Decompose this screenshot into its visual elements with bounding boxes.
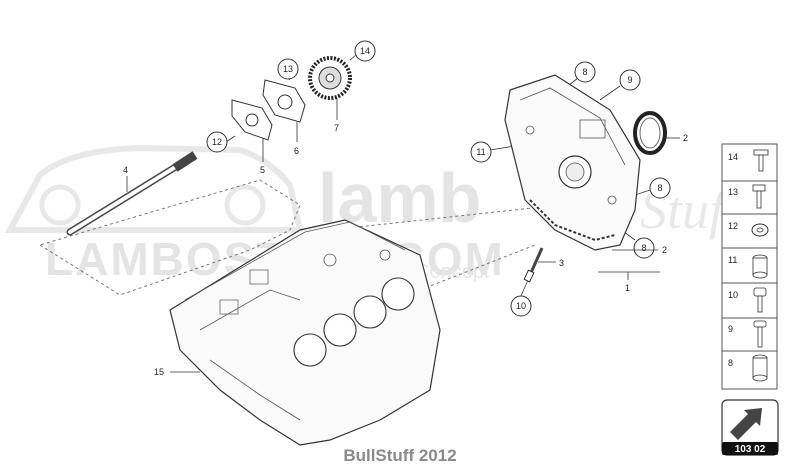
washer-icon [751, 223, 769, 237]
callout-14[interactable]: 14 [349, 40, 376, 62]
callout-14-label: 14 [360, 46, 370, 56]
legend-item-13[interactable]: 13 [721, 180, 778, 215]
part-6-plate [262, 79, 306, 123]
legend-item-13-num: 13 [728, 187, 738, 197]
callout-8-bottom-label: 8 [641, 243, 646, 253]
legend-item-8-num: 8 [728, 358, 733, 368]
part-15-engine-block [169, 219, 441, 446]
callout-8-bottom[interactable]: 8 [623, 231, 655, 259]
bolt-flanged-short-icon [753, 149, 769, 172]
leader-label-1: 1 [625, 283, 630, 293]
part-3-bolt [523, 247, 544, 283]
leader-label-15: 15 [154, 367, 164, 377]
callout-9-label: 9 [627, 75, 632, 85]
assembly-dashed-outline [39, 179, 301, 296]
part-2-seal-ring [633, 111, 667, 155]
bolt-socket-head-icon [753, 287, 767, 313]
legend-item-11[interactable]: 11 [721, 247, 778, 284]
legend-item-14[interactable]: 14 [721, 143, 778, 182]
watermark-car-wheel-front-icon [39, 184, 81, 226]
callout-9[interactable]: 9 [599, 69, 641, 101]
leader-label-4: 4 [123, 165, 128, 175]
arrow-page-icon [730, 408, 762, 440]
legend-item-12-num: 12 [728, 221, 738, 231]
watermark-car-wheel-rear-icon [224, 184, 266, 226]
watermark-car-silhouette [4, 144, 304, 233]
legend-item-10[interactable]: 10 [721, 282, 778, 319]
part-1-timing-cover [504, 74, 641, 251]
leader-label-2-bottom: 2 [662, 245, 667, 255]
leader-label-3: 3 [559, 258, 564, 268]
callout-10[interactable]: 10 [510, 279, 532, 317]
legend-item-12[interactable]: 12 [721, 213, 778, 249]
assembly-dashed-line-to-cover-2 [419, 244, 536, 291]
fastener-legend: 14 13 12 11 [721, 143, 778, 390]
part-7-sprocket [308, 56, 352, 100]
watermark-tagline: Concept [415, 261, 490, 283]
callout-8-top-label: 8 [582, 67, 587, 77]
footer-credit: BullStuff 2012 [343, 446, 457, 465]
legend-item-9[interactable]: 9 [721, 317, 778, 352]
callout-13-label: 13 [283, 64, 293, 74]
callout-8-middle-label: 8 [657, 183, 662, 193]
callout-13[interactable]: 13 [277, 58, 299, 81]
callout-11[interactable]: 11 [470, 141, 516, 163]
callout-11-label: 11 [476, 147, 485, 157]
legend-item-10-num: 10 [728, 290, 738, 300]
leader-label-7: 7 [334, 123, 339, 133]
leader-label-6: 6 [294, 146, 299, 156]
sleeve-bushing-icon [752, 254, 768, 279]
leader-label-2-top: 2 [683, 133, 688, 143]
callout-12[interactable]: 12 [206, 131, 236, 153]
legend-item-11-num: 11 [728, 255, 737, 265]
callout-12-label: 12 [212, 137, 222, 147]
bolt-long-icon [753, 320, 767, 348]
legend-item-14-num: 14 [728, 152, 738, 162]
page-code-tag[interactable]: 103 02 [721, 399, 779, 456]
legend-item-9-num: 9 [728, 324, 733, 334]
bolt-hex-flange-icon [752, 184, 766, 209]
leader-label-5: 5 [260, 165, 265, 175]
callout-10-label: 10 [516, 301, 526, 311]
page-code: 103 02 [735, 444, 766, 455]
dowel-sleeve-icon [752, 354, 768, 382]
part-4-shaft [66, 151, 198, 236]
assembly-dashed-line-to-cover [329, 204, 561, 231]
legend-item-8[interactable]: 8 [721, 350, 778, 390]
part-5-gasket [231, 99, 273, 141]
